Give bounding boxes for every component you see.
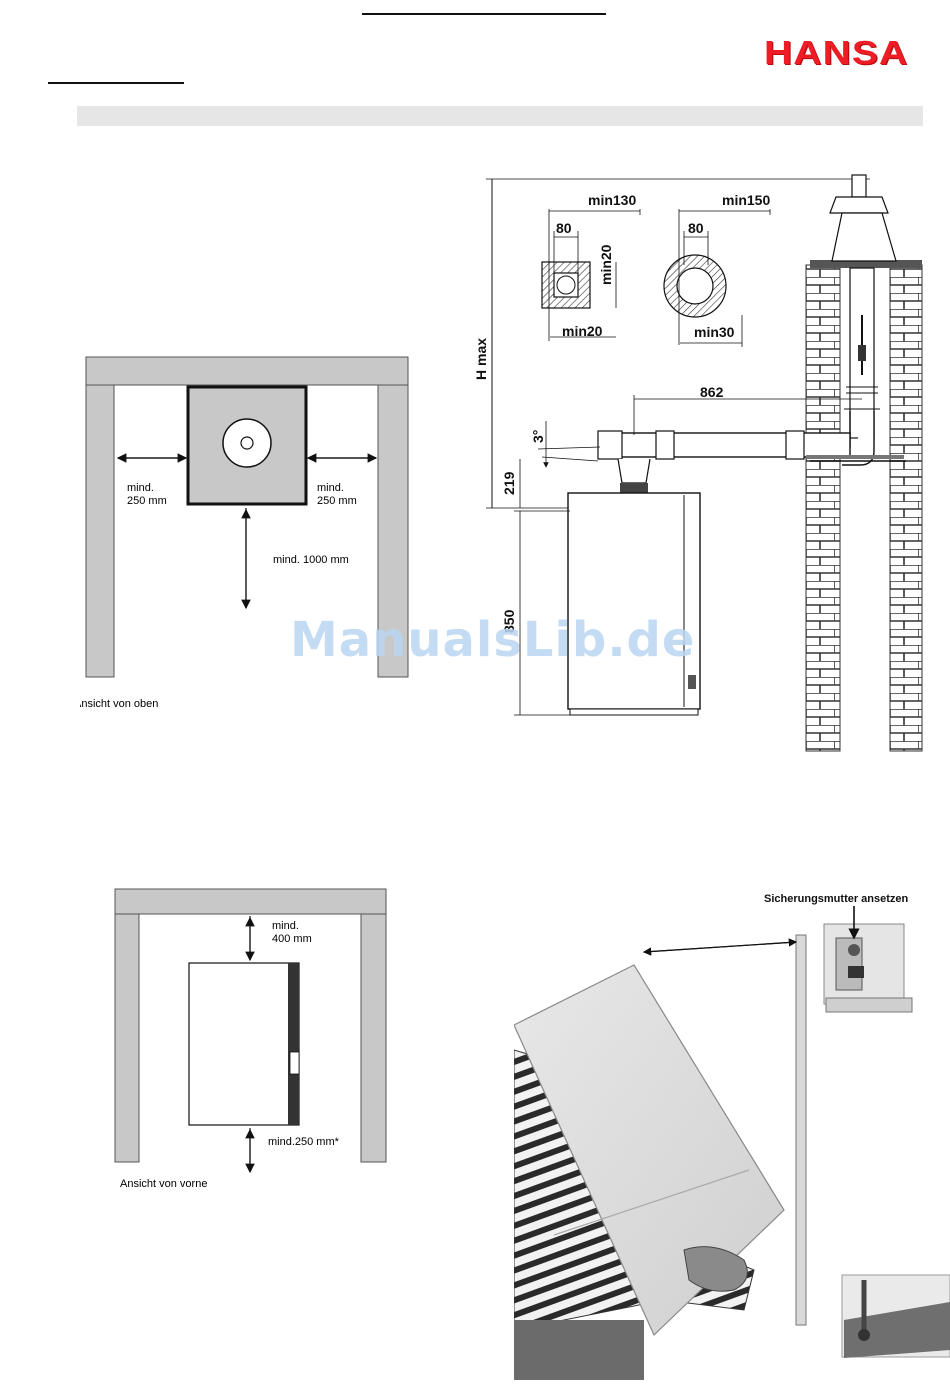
top-wall [86,357,408,385]
offset-dim: 219 [501,471,517,495]
left-gap-label-2: 250 mm [127,495,167,507]
flue-inner-icon [241,437,253,449]
ceiling [115,889,386,914]
left-wall [86,385,114,677]
right-gap-label-1: mind. [317,482,344,494]
front-gap-label: mind. 1000 mm [273,554,349,566]
boiler-side-view [568,493,700,709]
round-bottom-dim: min30 [694,324,735,340]
square-outer-dim: min130 [588,192,636,208]
photo-caption: Sicherungsmutter ansetzen [764,893,909,905]
front-view-diagram: mind. 400 mm mind.250 mm* Ansicht von vo… [110,882,400,1197]
round-outer-dim: min150 [722,192,770,208]
front-left-wall [115,914,139,1162]
section-header-bar [77,106,923,126]
flue-drawing: H max min130 80 min20 min20 min150 80 mi… [470,165,940,760]
section-rule [48,82,184,84]
top-gap-label-1: mind. [272,920,299,932]
left-gap-label-1: mind. [127,482,154,494]
top-view-caption: Ansicht von oben [80,698,158,710]
square-inner-dim: 80 [556,220,572,236]
front-view-caption: Ansicht von vorne [120,1178,207,1190]
header-rule [362,13,606,15]
boiler-front-view [189,963,299,1125]
round-inner-dim: 80 [688,220,704,236]
height-label: H max [473,338,489,380]
hansa-logo: HANSA [764,34,908,72]
top-gap-label-2: 400 mm [272,933,312,945]
front-right-wall [361,914,386,1162]
right-gap-label-2: 250 mm [317,495,357,507]
horizontal-dim: 862 [700,384,724,400]
mounting-photo: Sicherungsmutter ansetzen [514,880,950,1387]
slope-dim: 3° [530,430,546,443]
square-side-dim: min20 [598,244,614,285]
watermark: ManualsLib.de [290,612,695,668]
bottom-gap-label: mind.250 mm* [268,1136,340,1148]
square-bottom-dim: min20 [562,323,603,339]
